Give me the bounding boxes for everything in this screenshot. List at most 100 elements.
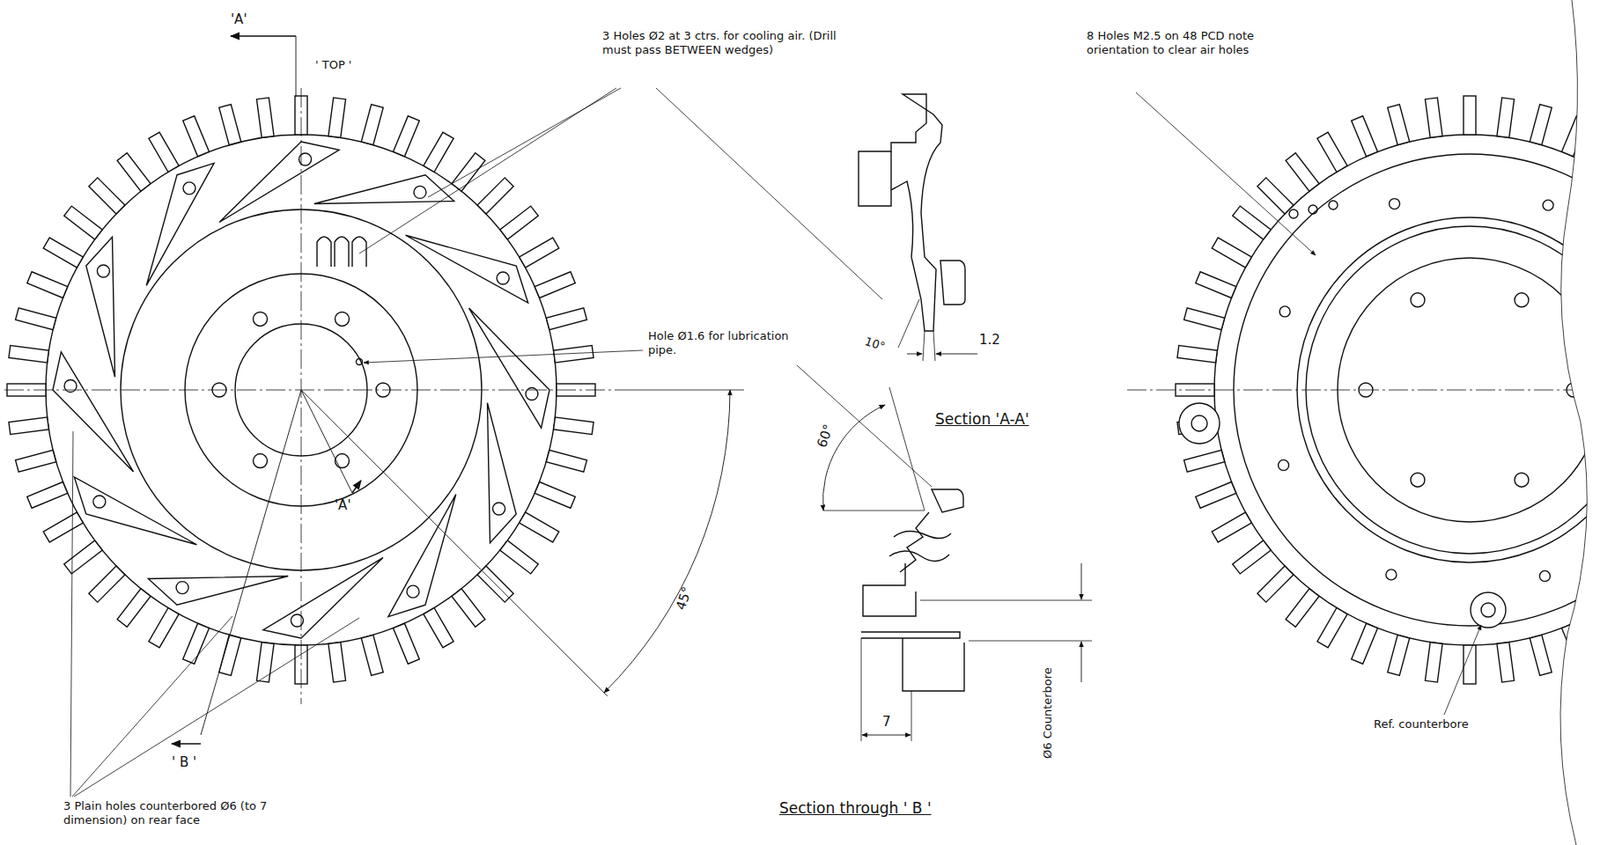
tooth: [361, 634, 384, 676]
wedge: [147, 575, 288, 605]
tooth: [477, 177, 514, 214]
wedge-hole: [496, 272, 509, 285]
bolt-hole: [1514, 293, 1529, 308]
tooth: [148, 608, 179, 649]
tapped-hole: [1539, 570, 1550, 582]
wedge: [219, 141, 340, 222]
bolt-hole: [335, 454, 350, 469]
tooth: [328, 97, 347, 138]
tooth: [1195, 482, 1237, 509]
leader-lines: [70, 88, 1482, 797]
tooth: [1285, 589, 1320, 627]
tooth: [1529, 104, 1552, 146]
bolt-hole: [1410, 472, 1425, 487]
wedge: [86, 236, 116, 377]
tooth: [1463, 95, 1476, 135]
section-marker: 'A': [334, 498, 352, 513]
tooth: [64, 540, 103, 575]
tooth: [1211, 237, 1252, 268]
tooth: [500, 206, 539, 240]
tooth: [1317, 608, 1348, 649]
hole-note: 3 Plain holes counterbored Ø6 (to 7 dime…: [63, 799, 310, 828]
tooth: [1351, 623, 1379, 664]
wedge: [146, 162, 214, 286]
tooth: [423, 608, 454, 649]
tooth: [1317, 132, 1348, 172]
tooth: [545, 308, 587, 331]
tooth: [8, 345, 49, 363]
wedge-hole: [96, 265, 110, 278]
tooth: [1496, 97, 1515, 138]
tooth: [545, 449, 587, 472]
tapped-hole: [1278, 459, 1290, 471]
wedge: [388, 494, 457, 618]
tooth: [451, 153, 486, 192]
tooth: [451, 589, 486, 627]
bolt-hole: [1514, 472, 1529, 487]
tooth: [183, 623, 210, 664]
angle-dimension: 10°: [862, 334, 887, 354]
tooth: [553, 417, 594, 436]
tooth: [43, 512, 83, 543]
tooth: [64, 206, 103, 240]
tooth: [361, 104, 384, 146]
tooth: [256, 642, 274, 683]
tooth: [519, 237, 560, 268]
tooth: [1177, 345, 1217, 363]
tapped-hole: [1386, 569, 1397, 581]
wedge: [314, 175, 455, 205]
wedge: [263, 558, 384, 639]
dimension: 1.2: [979, 332, 1001, 347]
bolt-hole: [253, 311, 268, 326]
tooth: [117, 153, 151, 192]
reference-note: Ref. counterbore: [1373, 717, 1469, 732]
tooth: [8, 417, 49, 436]
tooth: [43, 237, 83, 268]
tooth: [500, 540, 539, 575]
tooth: [1424, 97, 1443, 138]
tooth: [423, 132, 454, 172]
tooth: [1195, 272, 1237, 299]
tooth: [534, 482, 576, 509]
tooth: [219, 104, 242, 146]
tooth: [393, 623, 421, 664]
section-marker: ' B ': [171, 755, 197, 770]
tooth: [15, 449, 57, 472]
tooth: [1232, 206, 1271, 240]
tooth: [1232, 540, 1271, 575]
hole-note: 8 Holes M2.5 on 48 PCD note orientation …: [1086, 29, 1307, 58]
section-marker: 'A': [230, 12, 248, 27]
wedge: [73, 477, 197, 546]
tooth: [117, 589, 151, 627]
orientation-note: ' TOP ': [315, 58, 352, 73]
wedge-hole: [406, 585, 420, 598]
hole-note: Hole Ø1.6 for lubrication pipe.: [648, 329, 803, 358]
tooth: [88, 566, 126, 603]
bolt-hole: [1410, 293, 1425, 308]
tooth: [1592, 132, 1600, 172]
tooth: [1424, 642, 1443, 683]
wedge-hole: [493, 502, 506, 516]
tooth: [15, 308, 57, 331]
tooth: [1184, 308, 1225, 331]
tooth: [219, 634, 242, 676]
tooth: [519, 512, 560, 543]
wedge-hole: [93, 495, 106, 509]
tapped-hole: [1389, 199, 1401, 210]
wedge: [469, 308, 550, 428]
bolt-hole: [335, 311, 350, 326]
tooth: [1257, 177, 1294, 214]
tapped-hole: [1279, 306, 1291, 318]
wedge-hole: [183, 182, 196, 195]
tooth: [1592, 608, 1600, 649]
tooth: [148, 132, 179, 172]
angle-dimension: 60°: [814, 422, 836, 450]
tooth: [1257, 566, 1294, 603]
angle-dimension: 45°: [673, 585, 694, 612]
bolt-hole: [253, 454, 268, 469]
dimension: 7: [882, 715, 892, 730]
tooth: [1496, 642, 1515, 683]
wedge: [52, 352, 133, 472]
